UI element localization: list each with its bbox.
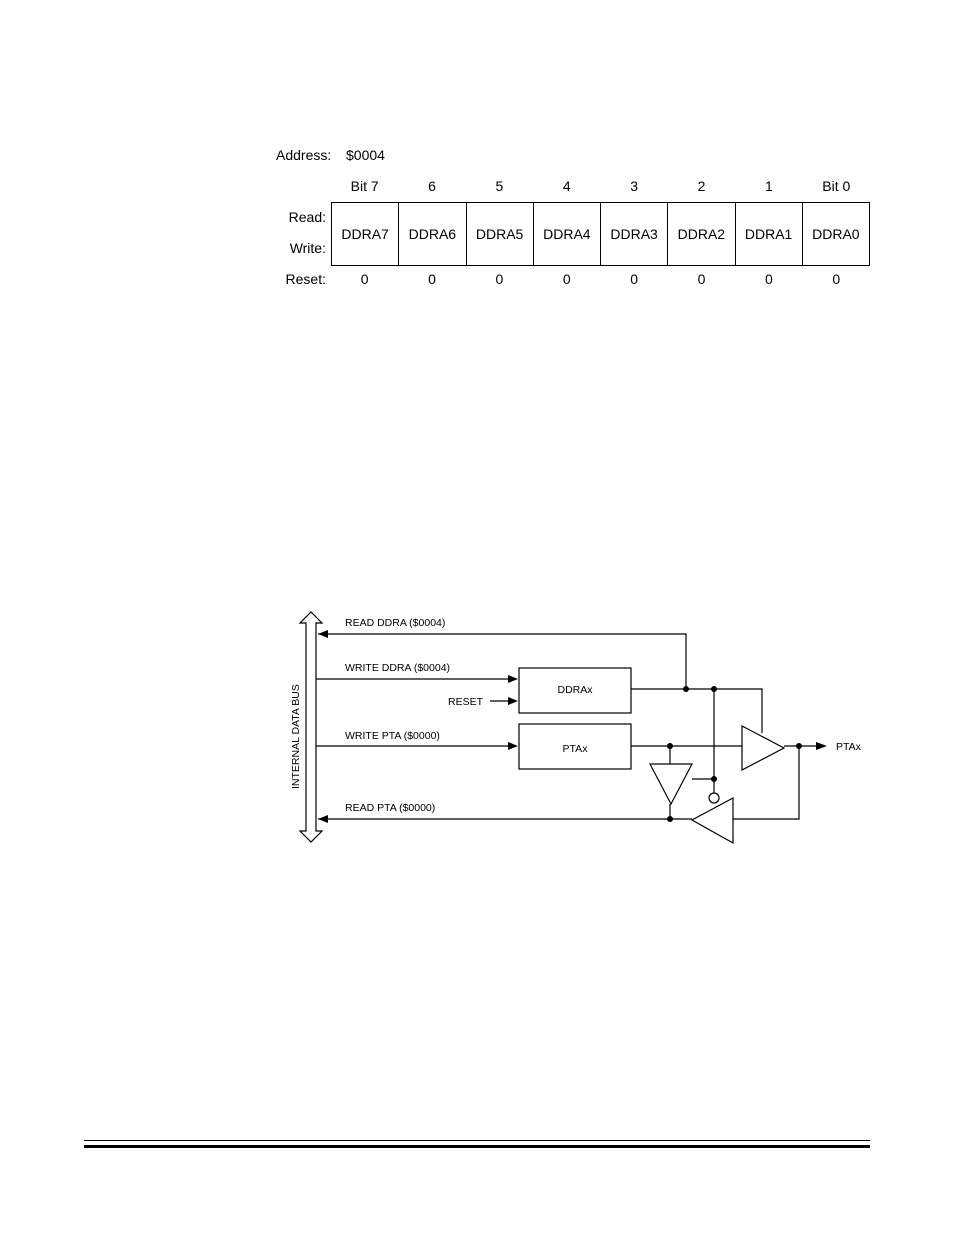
reset-value: 0: [630, 271, 639, 287]
input-buffer: [690, 796, 734, 845]
ptax-pin-label: PTAx: [836, 741, 862, 753]
ptax-pin-arrowhead: [816, 742, 827, 750]
reset-label: Reset:: [285, 271, 326, 287]
pin-feedback-line: [733, 746, 800, 820]
bit-cell: DDRA4: [534, 203, 601, 265]
register-bit-cells: DDRA7 DDRA6 DDRA5 DDRA4 DDRA3 DDRA2 DDRA…: [331, 202, 870, 266]
read-ddra-label: READ DDRA ($0004): [345, 617, 445, 629]
read-pta-arrowhead: [318, 815, 328, 823]
bit-cell: DDRA3: [601, 203, 669, 265]
reset-row: 0 0 0 0 0 0 0 0: [331, 271, 870, 287]
reset-arrowhead: [508, 697, 518, 705]
reset-value: 0: [832, 271, 841, 287]
bit-cell: DDRA2: [668, 203, 736, 265]
inverting-bubble: [708, 792, 720, 804]
bit-header: 5: [495, 178, 504, 194]
address-value: $0004: [346, 147, 385, 163]
ddrax-register: [518, 667, 632, 714]
bit-header: 4: [562, 178, 571, 194]
junction-dot: [711, 686, 717, 692]
bit-header: 6: [428, 178, 436, 194]
internal-data-bus-arrow: [298, 611, 324, 843]
bit-cell: DDRA1: [736, 203, 803, 265]
write-pta-label: WRITE PTA ($0000): [345, 730, 440, 742]
junction-dot: [711, 776, 717, 782]
bit-header: Bit 7: [350, 178, 379, 194]
junction-dot: [667, 743, 673, 749]
ddrax-label: DDRAx: [557, 684, 593, 696]
bus-label: INTERNAL DATA BUS: [290, 684, 302, 789]
write-label: Write:: [289, 240, 326, 256]
junction-dot: [667, 816, 673, 822]
footer-rule-thin: [84, 1140, 870, 1141]
address-label: Address:: [276, 147, 332, 163]
reset-value: 0: [765, 271, 773, 287]
junction-dot: [683, 686, 689, 692]
write-ddra-label: WRITE DDRA ($0004): [345, 662, 450, 674]
bit-header: 2: [697, 178, 706, 194]
junction-dot: [796, 743, 802, 749]
bit-cell: DDRA0: [812, 226, 860, 242]
reset-value: 0: [697, 271, 706, 287]
reset-value: 0: [428, 271, 436, 287]
bit-header: 3: [630, 178, 639, 194]
reset-value: 0: [495, 271, 504, 287]
footer-rule-thick: [84, 1145, 870, 1148]
output-buffer: [741, 725, 786, 771]
write-pta-arrowhead: [508, 742, 518, 750]
ddrax-output-line: [631, 688, 763, 733]
read-label: Read:: [288, 209, 326, 225]
read-ddra-line: [318, 633, 687, 689]
reset-label: RESET: [448, 696, 484, 708]
ptax-register-label: PTAx: [563, 743, 589, 755]
bit-header: 1: [765, 178, 773, 194]
bit-header: Bit 0: [822, 178, 851, 194]
bit-cell: DDRA7: [332, 203, 400, 265]
read-pta-label: READ PTA ($0000): [345, 802, 435, 814]
write-ddra-arrowhead: [508, 675, 518, 683]
bit-header-row: Bit 7 6 5 4 3 2 1 Bit 0: [331, 178, 870, 194]
read-ddra-arrowhead: [318, 630, 328, 638]
latch-read-buffer: [649, 763, 693, 806]
bit-cell: DDRA6: [399, 203, 467, 265]
reset-value: 0: [562, 271, 571, 287]
reset-value: 0: [360, 271, 369, 287]
bit-cell: DDRA5: [467, 203, 534, 265]
